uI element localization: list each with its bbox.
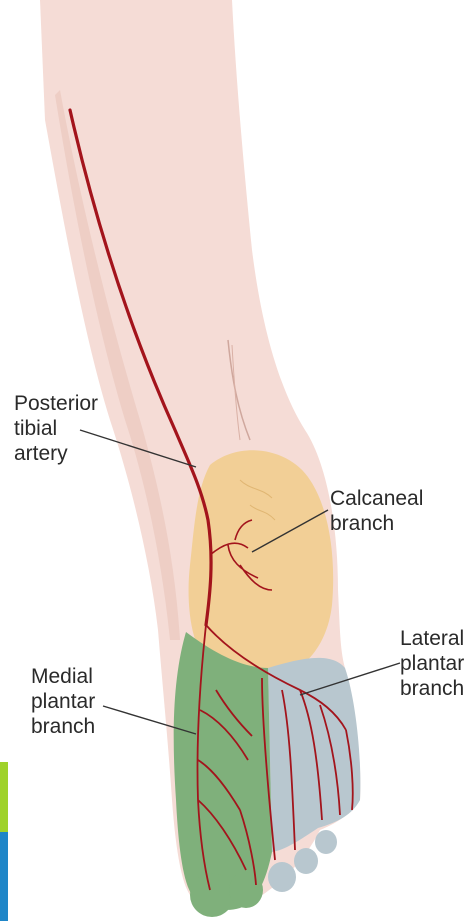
label-medial-plantar-branch: Medial plantar branch [31,664,95,739]
label-calcaneal-branch: Calcaneal branch [330,486,423,536]
toe-5 [315,830,337,854]
lateral-region [268,658,360,852]
toe-4 [294,848,318,874]
toe-3 [268,862,296,892]
label-posterior-tibial-artery: Posterior tibial artery [14,391,98,466]
toe-big [190,873,234,917]
edge-accent-green [0,762,8,832]
edge-accent-blue [0,832,8,921]
medial-region [174,632,272,910]
label-lateral-plantar-branch: Lateral plantar branch [400,626,464,701]
toe-2 [229,872,263,908]
